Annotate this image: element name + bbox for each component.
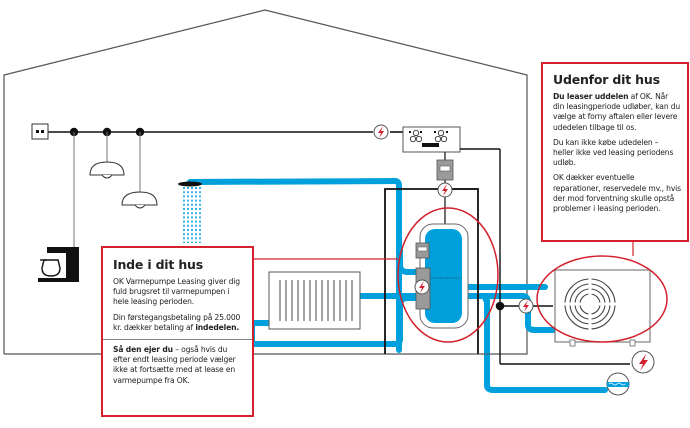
shower-head-icon — [178, 181, 202, 243]
power-outlet-icon — [31, 123, 49, 140]
radiator-icon — [268, 271, 361, 330]
electric-meter-icon — [436, 159, 454, 181]
outside-box-para3: OK dækker eventuelle reparationer, reser… — [553, 173, 681, 214]
electric-bolt-icon — [631, 350, 655, 374]
inside-box-para3-bold: Så den ejer du — [113, 345, 173, 355]
outside-box-para1-bold: Du leaser uddelen — [553, 92, 629, 101]
ceiling-lamp-icon — [89, 132, 125, 179]
outside-box-title: Udenfor dit hus — [553, 72, 660, 87]
outdoor-unit-highlight — [536, 255, 668, 343]
inside-box-para3-text: – også hvis du efter endt leasing period… — [113, 345, 236, 385]
control-panel-icon — [402, 126, 461, 153]
ceiling-lamp-icon — [121, 132, 158, 209]
outside-house-info-box: Udenfor dit hus Du leaser uddelen af OK.… — [541, 62, 689, 242]
inside-box-para2: Din førstegangsbetaling på 25.000 kr. dæ… — [113, 313, 245, 333]
outside-box-para2: Du kan ikke købe udedelen – heller ikke … — [553, 137, 674, 168]
inside-box-para2-text: Din førstegangsbetaling på 25.000 kr. dæ… — [113, 312, 241, 332]
outdoor-unit-fan-icon — [554, 269, 651, 347]
inside-box-para3: Så den ejer du – også hvis du efter endt… — [113, 345, 245, 386]
hot-water-tank-icon — [415, 223, 469, 329]
electric-bolt-icon — [437, 182, 453, 198]
coffee-machine-icon — [38, 247, 79, 282]
electric-bolt-icon — [373, 124, 389, 140]
outside-box-para1: Du leaser uddelen af OK. Når din leasing… — [553, 92, 681, 133]
indoor-unit-highlight — [397, 207, 499, 343]
inside-box-para2-bold: indedelen. — [195, 322, 240, 332]
utility-closet — [384, 188, 479, 354]
power-bus — [45, 127, 403, 137]
outside-box-para1-text: af OK. Når din leasingperiode udløber, k… — [553, 92, 681, 132]
water-meter-icon — [606, 372, 630, 396]
electric-bolt-icon — [518, 298, 534, 314]
inside-box-divider — [103, 339, 252, 341]
electric-bolt-icon — [414, 279, 430, 295]
inside-box-para1: OK Varmepumpe Leasing giver dig fuld bru… — [113, 277, 240, 307]
inside-box-title: Inde i dit hus — [113, 257, 203, 272]
inside-house-info-box: Inde i dit hus OK Varmepumpe Leasing giv… — [101, 246, 254, 417]
house-outline — [3, 9, 528, 355]
